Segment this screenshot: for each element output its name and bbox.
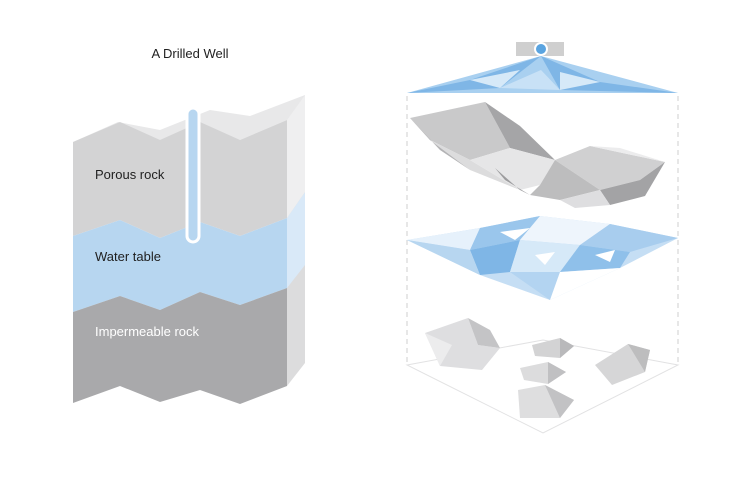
porous-rock-label: Porous rock bbox=[95, 167, 165, 182]
ground-block: Porous rock Water table Impermeable rock bbox=[73, 95, 305, 404]
water-table-layer bbox=[73, 218, 287, 312]
surface-plane bbox=[407, 56, 678, 93]
water-table-label: Water table bbox=[95, 249, 161, 264]
porous-rock-plane bbox=[410, 102, 665, 208]
impermeable-rock-label: Impermeable rock bbox=[95, 324, 200, 339]
exploded-layers-view bbox=[405, 42, 680, 434]
water-table-plane bbox=[407, 216, 678, 300]
impermeable-rock-layer bbox=[73, 288, 287, 404]
water-side-face bbox=[287, 192, 305, 288]
well-pipe bbox=[185, 106, 201, 244]
impermeable-rock-plane bbox=[405, 318, 680, 434]
porous-side-face bbox=[287, 95, 305, 218]
porous-rock-layer bbox=[73, 120, 287, 238]
well-pump-icon bbox=[516, 42, 564, 56]
diagram-title: A Drilled Well bbox=[151, 46, 228, 61]
